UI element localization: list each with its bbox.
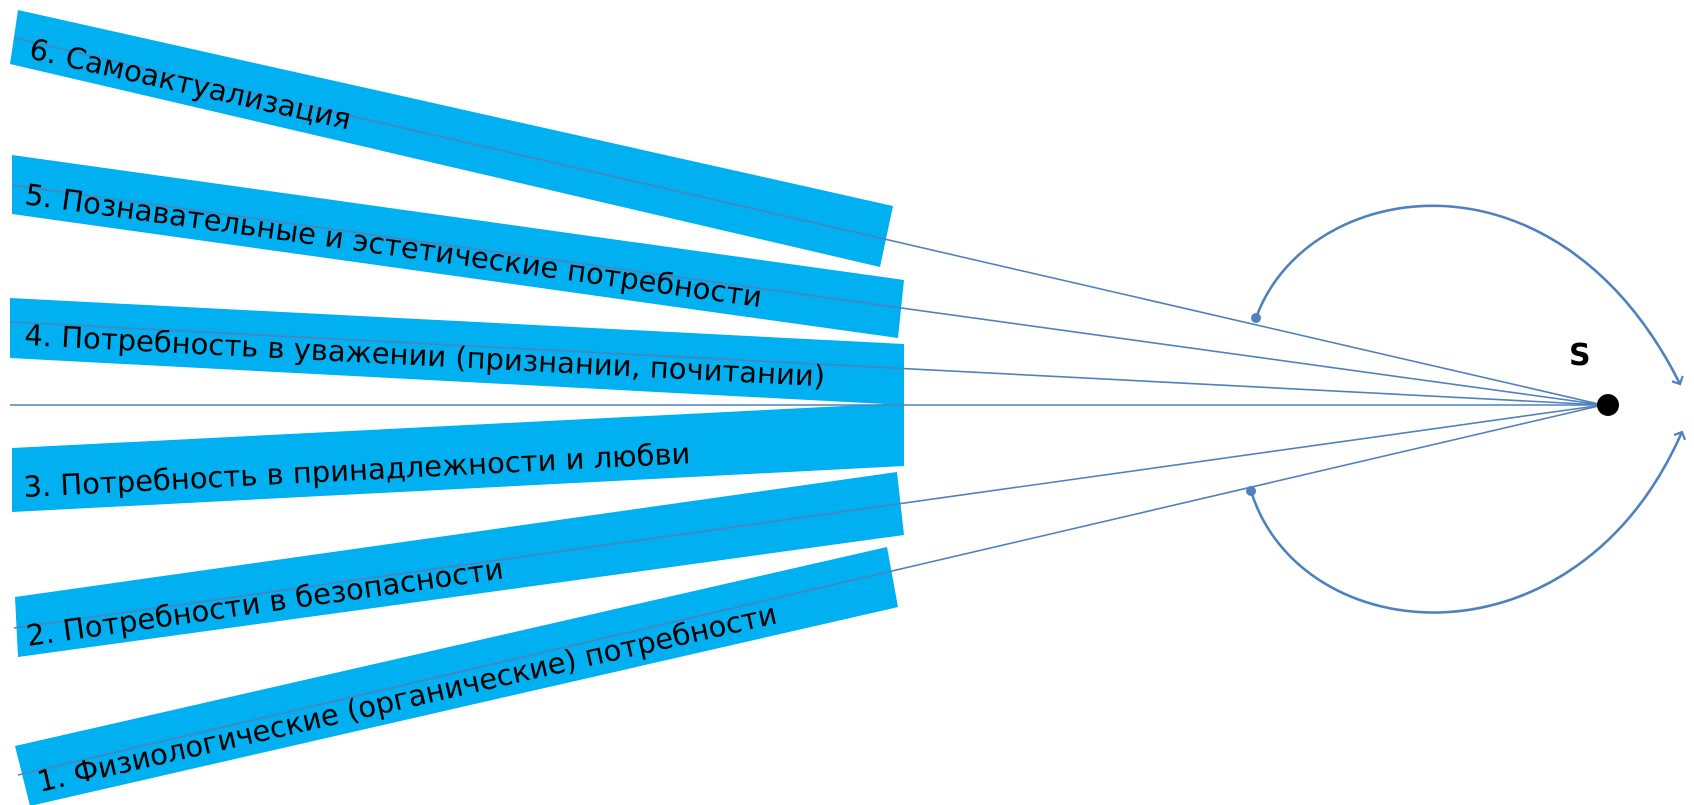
lower-arc-arrow bbox=[1249, 430, 1687, 614]
need-band-1 bbox=[15, 547, 898, 805]
lower-arc-start-dot bbox=[1246, 486, 1256, 496]
need-band-2 bbox=[15, 472, 904, 657]
ray-1 bbox=[17, 404, 1604, 776]
ray-5 bbox=[11, 184, 1604, 406]
ray-2 bbox=[13, 404, 1604, 629]
rays bbox=[9, 37, 1604, 776]
point-s-label: S bbox=[1569, 338, 1591, 373]
point-s bbox=[1597, 394, 1619, 416]
upper-arc-arrow bbox=[1254, 204, 1684, 386]
ray-4 bbox=[9, 321, 1604, 406]
need-band-4 bbox=[10, 298, 904, 405]
upper-arc-start-dot bbox=[1251, 313, 1261, 323]
ray-6 bbox=[13, 37, 1604, 406]
need-band-3 bbox=[12, 403, 904, 512]
curved-arrows bbox=[1246, 204, 1687, 614]
